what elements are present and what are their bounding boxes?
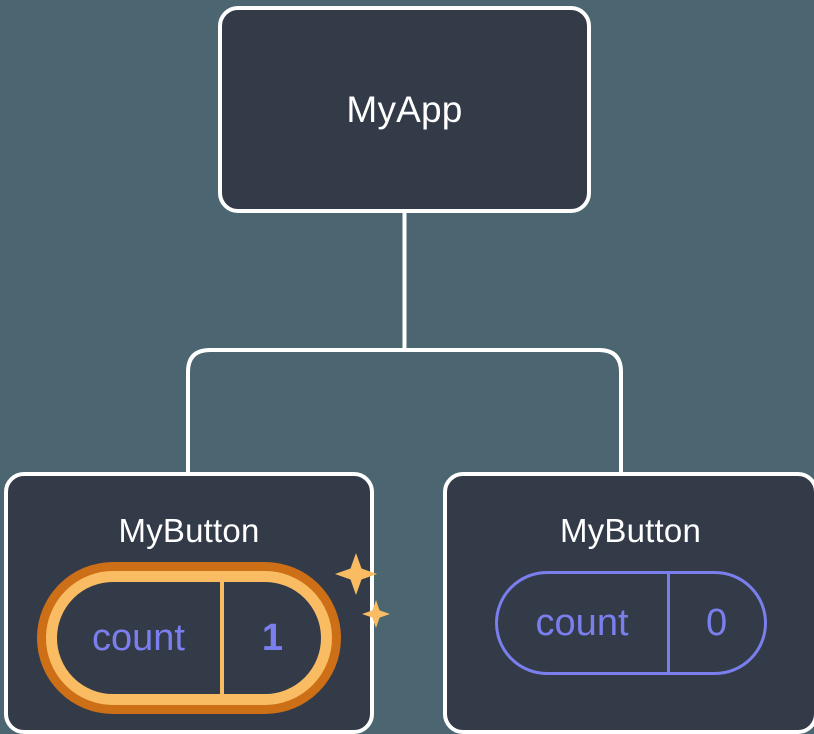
sparkle-small-icon	[362, 600, 390, 628]
node-myapp-title: MyApp	[346, 89, 463, 130]
state-pill-key-left: count	[57, 582, 224, 694]
state-pill-highlighted[interactable]: count 1	[46, 571, 332, 705]
state-pill-wrap-right: count 0	[494, 571, 767, 675]
node-mybutton-right[interactable]: MyButton count 0	[443, 472, 814, 734]
state-pill-plain[interactable]: count 0	[494, 571, 767, 675]
state-pill-wrap-left: count 1	[46, 553, 390, 705]
sparkle-large-icon	[335, 553, 377, 595]
state-pill-key-right: count	[498, 574, 670, 672]
node-mybutton-left[interactable]: MyButton count 1	[4, 472, 390, 734]
node-mybutton-right-title: MyButton	[560, 512, 701, 549]
state-pill-value-left: 1	[261, 617, 284, 659]
node-mybutton-left-title: MyButton	[118, 512, 260, 549]
sparkle-icon	[335, 553, 390, 628]
state-pill-value-right: 0	[705, 602, 728, 644]
node-myapp[interactable]: MyApp	[218, 6, 591, 213]
connector-branch	[186, 348, 623, 472]
